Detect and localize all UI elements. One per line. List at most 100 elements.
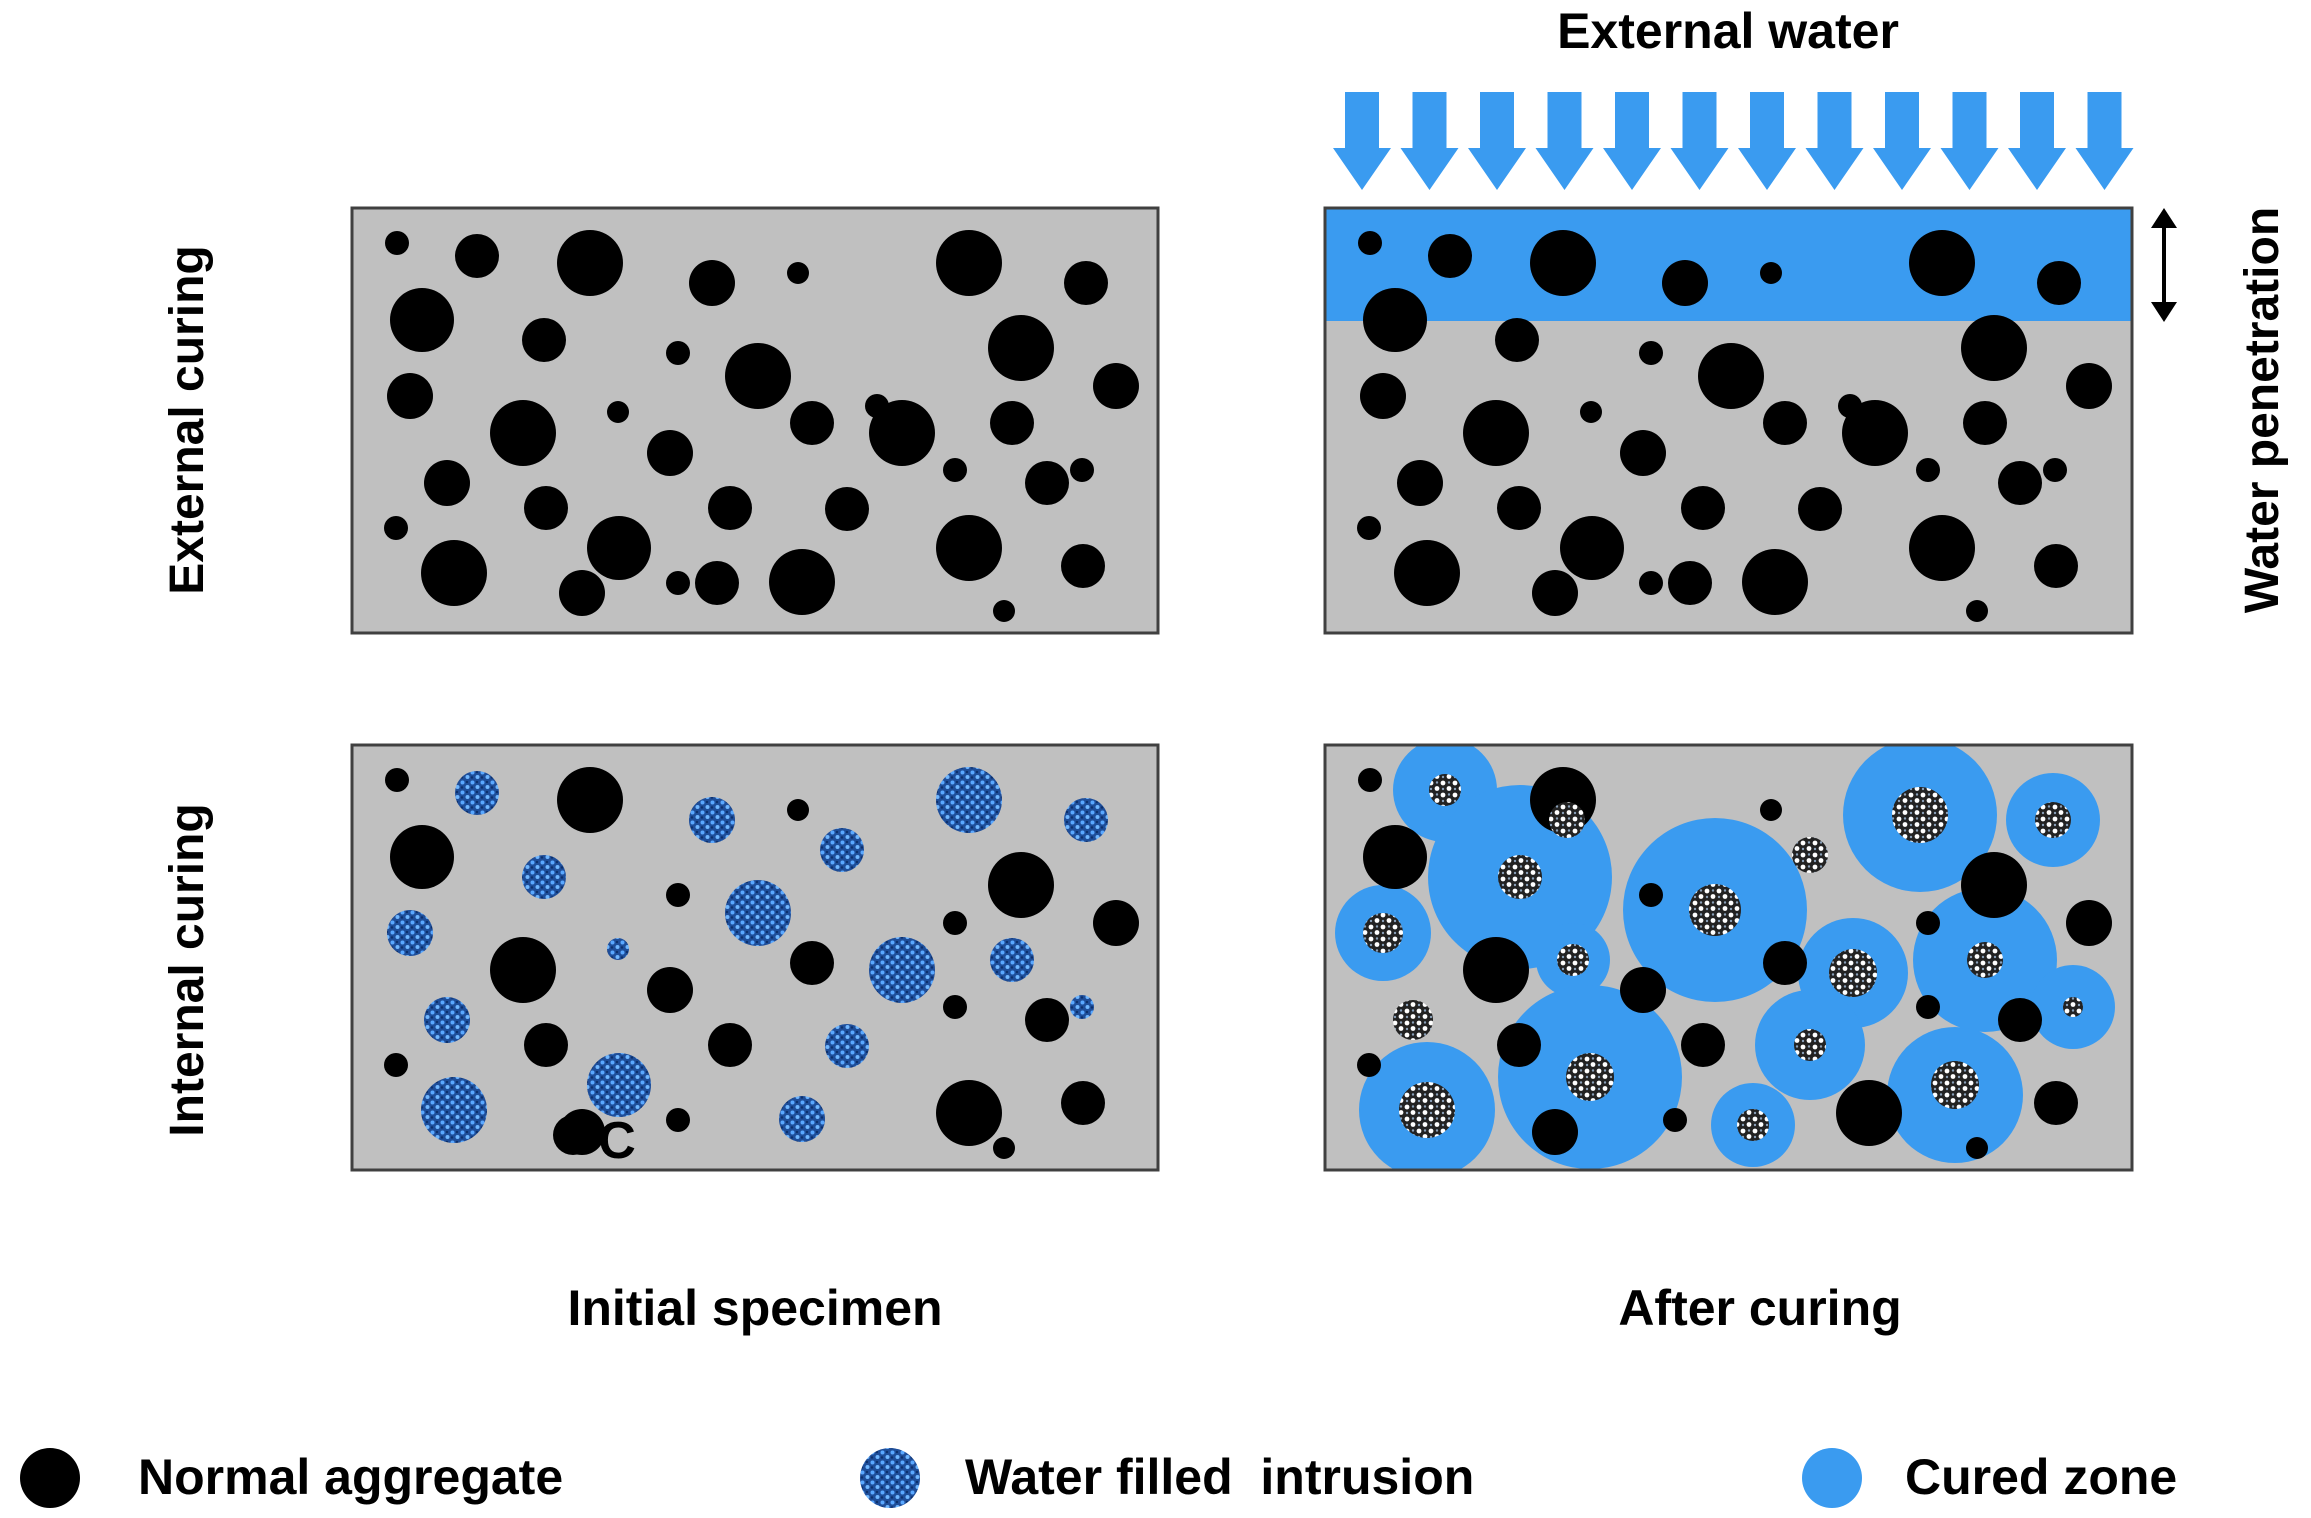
normal-aggregate bbox=[559, 570, 605, 616]
normal-aggregate bbox=[2037, 261, 2081, 305]
normal-aggregate bbox=[943, 995, 967, 1019]
water-filled-intrusion bbox=[421, 1077, 487, 1143]
normal-aggregate bbox=[666, 341, 690, 365]
emptied-intrusion bbox=[2063, 997, 2083, 1017]
normal-aggregate bbox=[1363, 288, 1427, 352]
normal-aggregate bbox=[790, 941, 834, 985]
emptied-intrusion bbox=[1399, 1082, 1455, 1138]
panel-external-initial bbox=[350, 206, 1160, 635]
water-arrow bbox=[1940, 92, 1999, 190]
normal-aggregate bbox=[384, 516, 408, 540]
normal-aggregate bbox=[587, 516, 651, 580]
normal-aggregate bbox=[825, 487, 869, 531]
normal-aggregate bbox=[455, 234, 499, 278]
emptied-intrusion bbox=[1429, 774, 1461, 806]
normal-aggregate bbox=[666, 1108, 690, 1132]
panel-internal-after bbox=[1323, 743, 2134, 1172]
normal-aggregate bbox=[787, 262, 809, 284]
normal-aggregate bbox=[647, 430, 693, 476]
emptied-intrusion bbox=[1967, 942, 2003, 978]
normal-aggregate bbox=[1909, 230, 1975, 296]
normal-aggregate bbox=[787, 799, 809, 821]
normal-aggregate bbox=[1061, 544, 1105, 588]
normal-aggregate bbox=[1580, 401, 1602, 423]
emptied-intrusion bbox=[1829, 949, 1877, 997]
speckled-circle-icon bbox=[860, 1448, 920, 1508]
normal-aggregate bbox=[1681, 1023, 1725, 1067]
normal-aggregate bbox=[1961, 315, 2027, 381]
normal-aggregate bbox=[1639, 341, 1663, 365]
normal-aggregate bbox=[1798, 487, 1842, 531]
normal-aggregate bbox=[993, 600, 1015, 622]
normal-aggregate bbox=[2066, 900, 2112, 946]
normal-aggregate bbox=[869, 400, 935, 466]
normal-aggregate bbox=[1763, 941, 1807, 985]
water-arrow bbox=[1738, 92, 1796, 190]
normal-aggregate bbox=[1061, 1081, 1105, 1125]
water-arrow bbox=[1873, 92, 1931, 190]
emptied-intrusion bbox=[1557, 944, 1589, 976]
normal-aggregate bbox=[1530, 230, 1596, 296]
normal-aggregate bbox=[1070, 458, 1094, 482]
normal-aggregate bbox=[557, 767, 623, 833]
normal-aggregate bbox=[1663, 1108, 1687, 1132]
water-filled-intrusion bbox=[1070, 995, 1094, 1019]
panel-internal-initial: C bbox=[350, 743, 1160, 1172]
normal-aggregate bbox=[1025, 461, 1069, 505]
penetration-double-arrow bbox=[2151, 208, 2177, 322]
normal-aggregate bbox=[1463, 400, 1529, 466]
normal-aggregate bbox=[666, 883, 690, 907]
legend-label-water-filled-intrusion: Water filled intrusion bbox=[965, 1449, 1474, 1505]
normal-aggregate bbox=[1093, 363, 1139, 409]
normal-aggregate bbox=[708, 486, 752, 530]
normal-aggregate bbox=[1394, 540, 1460, 606]
normal-aggregate bbox=[524, 486, 568, 530]
water-arrow bbox=[2008, 92, 2066, 190]
normal-aggregate bbox=[1497, 1023, 1541, 1067]
water-penetration-label: Water penetration bbox=[2236, 207, 2289, 613]
normal-aggregate bbox=[2043, 458, 2067, 482]
emptied-intrusion bbox=[1549, 802, 1585, 838]
row-label-internal-curing: Internal curing bbox=[161, 803, 214, 1136]
emptied-intrusion bbox=[1363, 913, 1403, 953]
normal-aggregate bbox=[943, 911, 967, 935]
black-circle-icon bbox=[20, 1448, 80, 1508]
water-filled-intrusion bbox=[820, 828, 864, 872]
water-filled-intrusion bbox=[424, 997, 470, 1043]
water-filled-intrusion bbox=[725, 880, 791, 946]
panel-external-after bbox=[1323, 206, 2134, 635]
normal-aggregate bbox=[1358, 768, 1382, 792]
column-label-initial-specimen: Initial specimen bbox=[567, 1280, 942, 1336]
water-filled-intrusion bbox=[779, 1096, 825, 1142]
normal-aggregate bbox=[1532, 1109, 1578, 1155]
water-filled-intrusion bbox=[825, 1024, 869, 1068]
water-filled-intrusion bbox=[990, 938, 1034, 982]
normal-aggregate bbox=[1620, 967, 1666, 1013]
normal-aggregate bbox=[557, 230, 623, 296]
normal-aggregate bbox=[1463, 937, 1529, 1003]
water-arrows bbox=[1333, 92, 2134, 190]
normal-aggregate bbox=[1357, 1053, 1381, 1077]
normal-aggregate bbox=[1842, 400, 1908, 466]
normal-aggregate bbox=[390, 825, 454, 889]
normal-aggregate bbox=[1560, 516, 1624, 580]
normal-aggregate bbox=[424, 460, 470, 506]
normal-aggregate bbox=[1093, 900, 1139, 946]
water-filled-intrusion bbox=[455, 771, 499, 815]
normal-aggregate bbox=[988, 315, 1054, 381]
normal-aggregate bbox=[384, 1053, 408, 1077]
normal-aggregate bbox=[1916, 911, 1940, 935]
normal-aggregate bbox=[1532, 570, 1578, 616]
normal-aggregate bbox=[1760, 262, 1782, 284]
normal-aggregate bbox=[1916, 995, 1940, 1019]
normal-aggregate bbox=[1497, 486, 1541, 530]
column-label-after-curing: After curing bbox=[1618, 1280, 1901, 1336]
water-filled-intrusion bbox=[522, 855, 566, 899]
normal-aggregate bbox=[725, 343, 791, 409]
emptied-intrusion bbox=[1393, 1000, 1433, 1040]
normal-aggregate bbox=[385, 231, 409, 255]
emptied-intrusion bbox=[1892, 787, 1948, 843]
normal-aggregate bbox=[1742, 549, 1808, 615]
water-arrow bbox=[1805, 92, 1864, 190]
